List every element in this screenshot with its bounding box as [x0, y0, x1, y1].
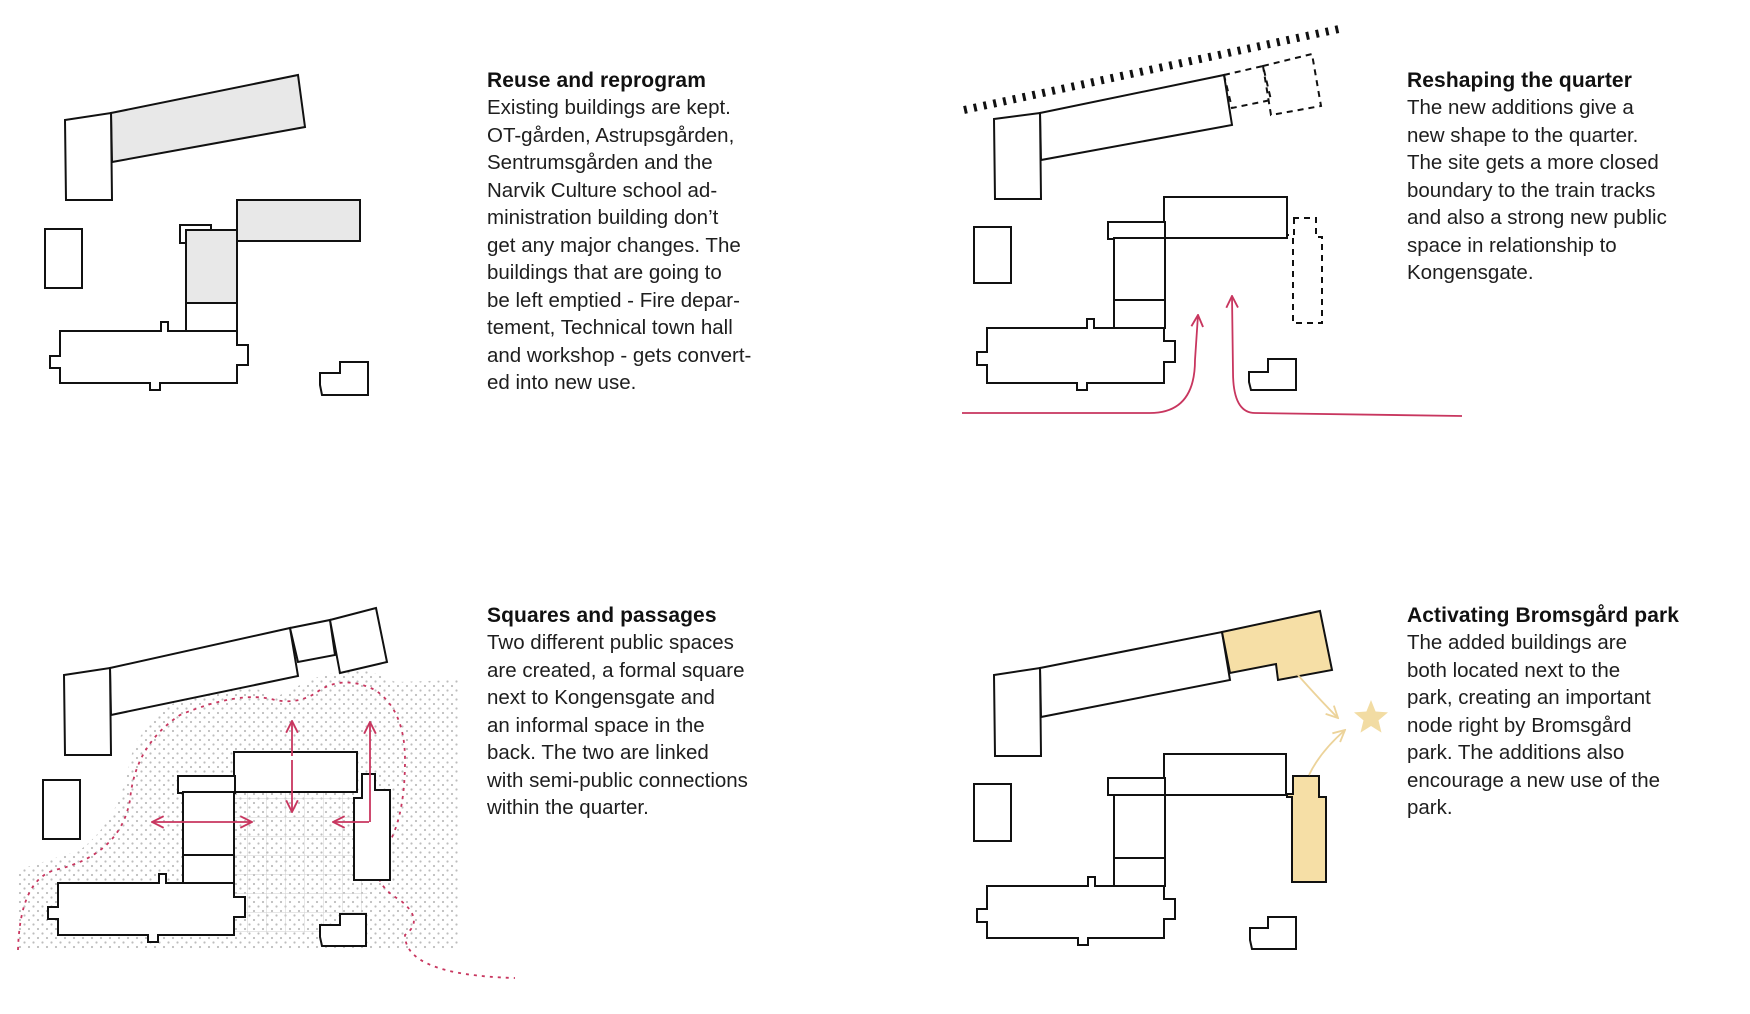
- building-north-joint: [288, 618, 337, 664]
- building-annex-stub: [1107, 777, 1166, 796]
- panel-activating-text: Activating Bromsgård park The added buil…: [1407, 602, 1737, 822]
- building-north-west: [992, 666, 1043, 757]
- building-annex-stub: [1107, 221, 1166, 240]
- building-north-west: [63, 111, 114, 201]
- park-link-arrow-north: [1296, 673, 1338, 718]
- building-south-long: [47, 873, 246, 943]
- building-north-long: [109, 73, 307, 164]
- building-annex-stub: [177, 775, 236, 794]
- panel-title: Activating Bromsgård park: [1407, 604, 1680, 627]
- rail-track-boundary: [963, 25, 1340, 114]
- building-west-small: [973, 783, 1012, 842]
- building-east-block: [1163, 196, 1288, 239]
- building-east-block: [233, 751, 358, 793]
- building-north-long: [1038, 630, 1232, 719]
- new-building-north: [1220, 609, 1334, 682]
- building-middle-wing: [182, 791, 235, 856]
- building-square-east: [353, 773, 391, 881]
- panel-squares-text: Squares and passages Two different publi…: [487, 602, 817, 822]
- formal-square-grid: [235, 790, 367, 933]
- new-building-east: [1286, 775, 1327, 883]
- building-middle-wing: [1113, 794, 1166, 859]
- panel-body: Two different public spaces are created,…: [487, 631, 748, 819]
- building-middle-base: [1113, 299, 1166, 329]
- building-middle-wing: [1113, 237, 1166, 301]
- plan-squares: [17, 606, 516, 979]
- building-west-small: [973, 226, 1012, 284]
- building-east-block: [1163, 753, 1287, 796]
- building-middle-base: [1113, 857, 1166, 887]
- new-addition-north-2: [1261, 52, 1323, 117]
- building-north-west: [62, 666, 113, 756]
- building-south-east-small: [1249, 916, 1297, 950]
- panel-reshaping-text: Reshaping the quarter The new additions …: [1407, 67, 1737, 287]
- panel-body: Existing buildings are kept. OT-gården, …: [487, 96, 752, 394]
- building-south-long: [976, 876, 1176, 946]
- kongensgate-approach-path-east: [1232, 296, 1463, 417]
- new-addition-north: [1222, 64, 1273, 110]
- building-west-small: [42, 779, 81, 840]
- panel-body: The added buildings are both located nex…: [1407, 631, 1661, 819]
- panel-body: The new additions give a new shape to th…: [1407, 96, 1667, 284]
- panel-reuse-text: Reuse and reprogram Existing buildings a…: [487, 67, 817, 397]
- building-west-small: [44, 228, 83, 289]
- building-south-east-small: [319, 913, 367, 947]
- park-link-arrow-east: [1308, 730, 1345, 776]
- building-south-long: [49, 321, 249, 391]
- kongensgate-approach-path: [962, 315, 1198, 414]
- building-north-west: [992, 111, 1043, 200]
- panel-title: Reuse and reprogram: [487, 69, 706, 92]
- building-south-east-small: [319, 361, 369, 396]
- plan-reuse: [44, 73, 369, 396]
- building-south-long: [976, 318, 1176, 391]
- building-north-east: [328, 606, 389, 675]
- building-north-long: [1038, 73, 1234, 162]
- building-middle-base: [182, 854, 235, 884]
- plan-activating: [973, 609, 1388, 950]
- new-addition-east: [1286, 217, 1323, 324]
- star-icon: [1354, 700, 1388, 733]
- panel-title: Squares and passages: [487, 604, 717, 627]
- panel-title: Reshaping the quarter: [1407, 69, 1632, 92]
- building-middle-base: [185, 302, 238, 332]
- building-south-east-small: [1248, 358, 1297, 391]
- building-east-block: [236, 199, 361, 242]
- building-middle-wing: [185, 229, 238, 304]
- plan-reshaping: [962, 25, 1463, 417]
